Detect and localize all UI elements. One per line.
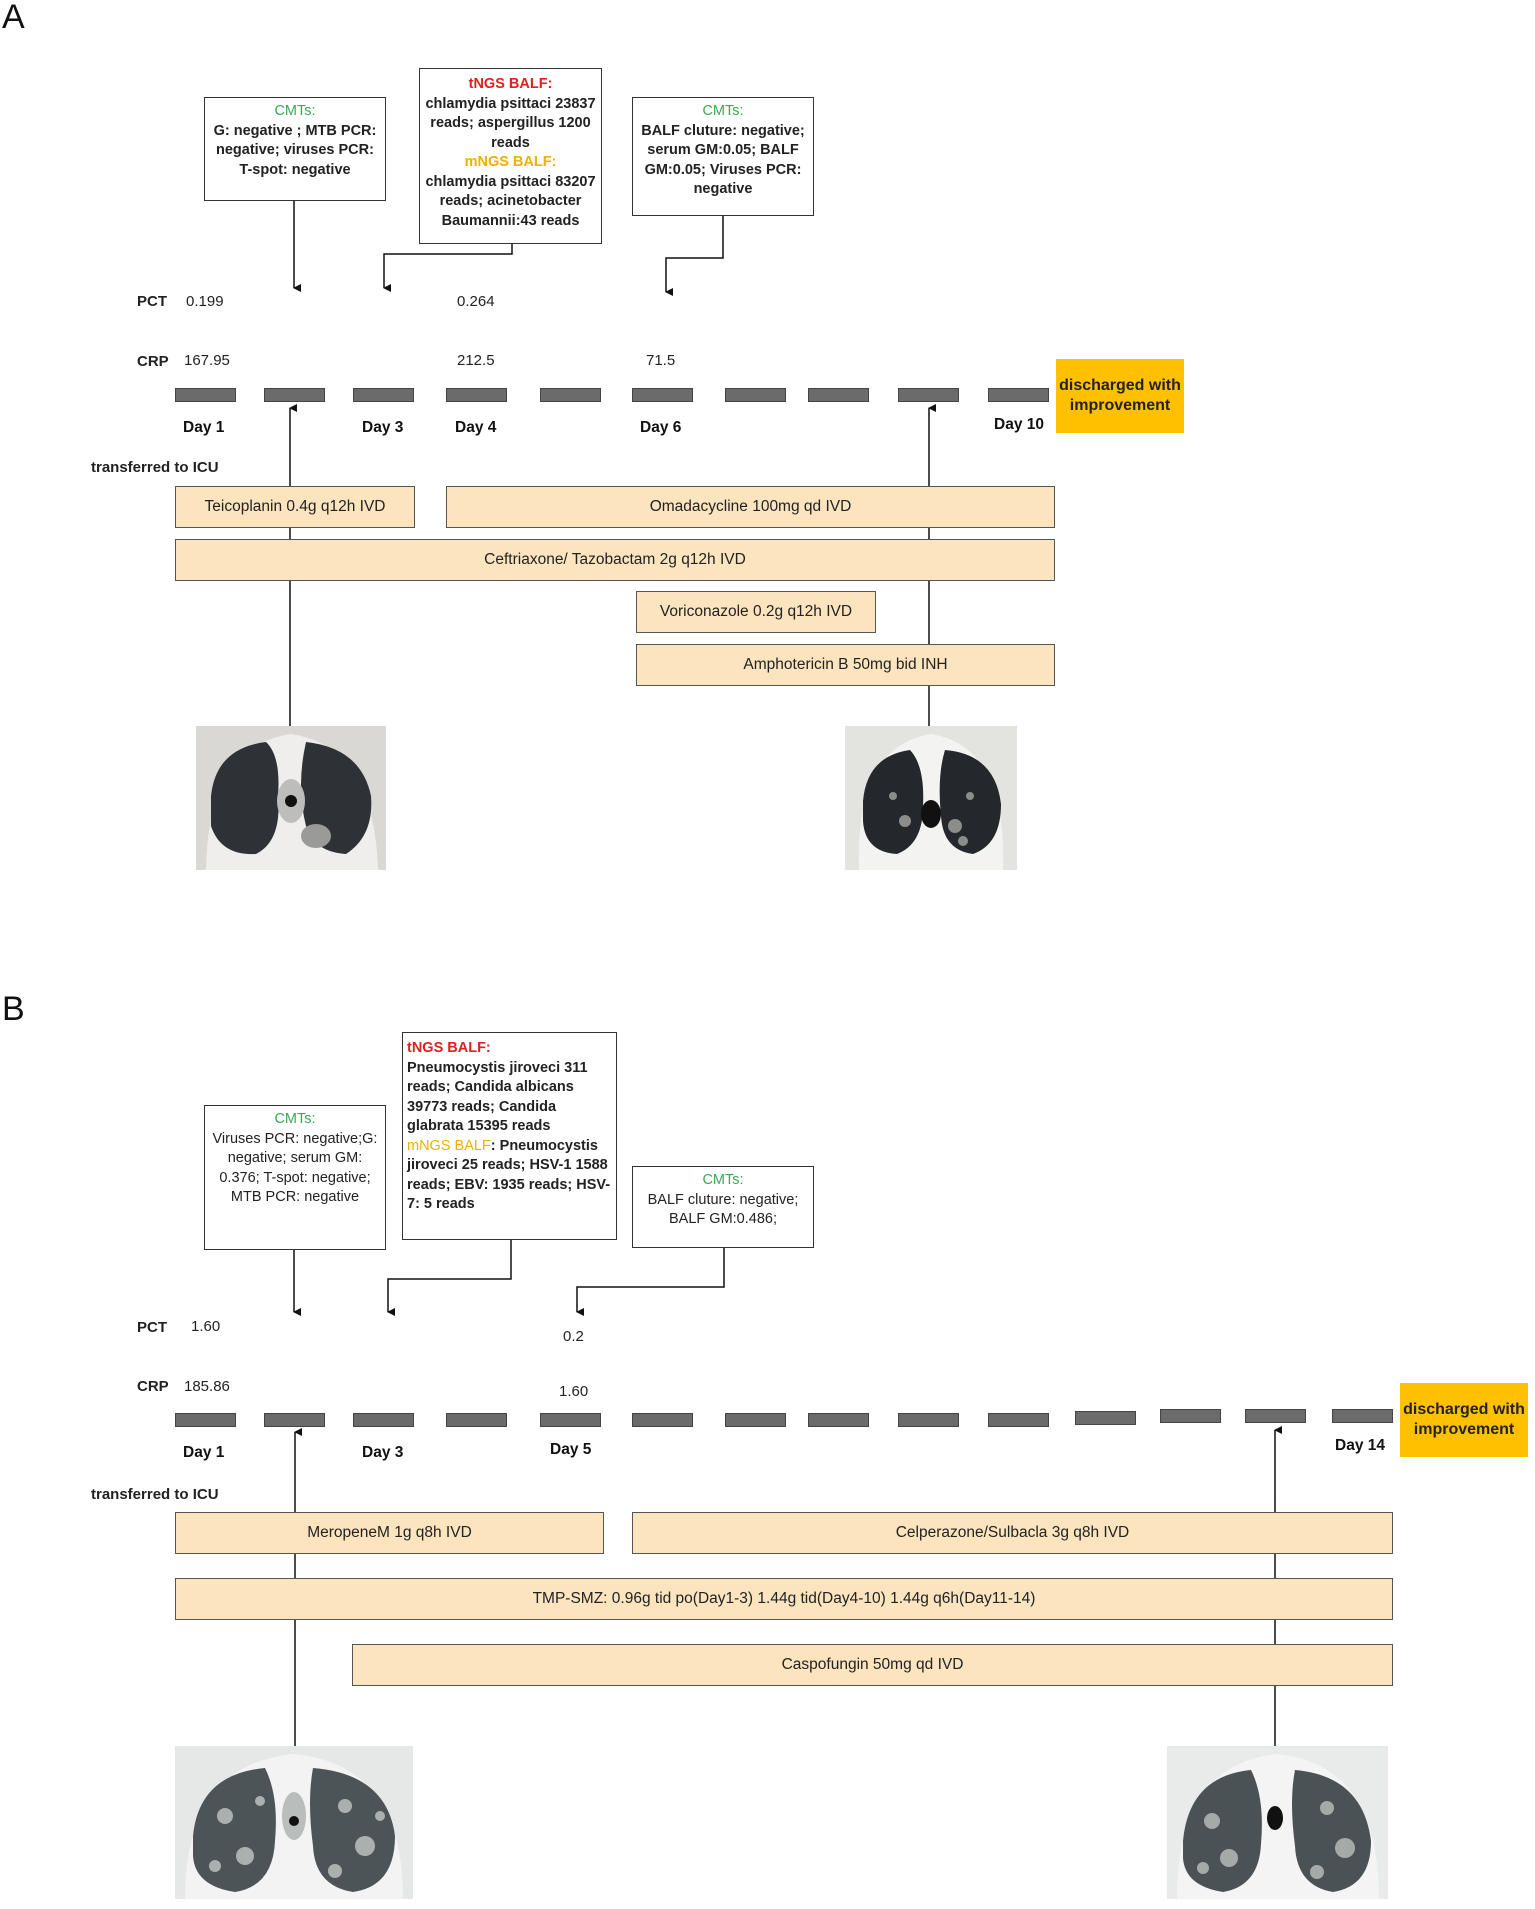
timeline-segment [898, 1413, 959, 1427]
timeline-segment [725, 1413, 786, 1427]
drug-bar: MeropeneM 1g q8h IVD [175, 1512, 604, 1554]
ct-scan-image [845, 726, 1017, 870]
timeline-segment [632, 388, 693, 402]
icu-label: transferred to ICU [91, 459, 219, 476]
timeline-segment [264, 1413, 325, 1427]
timeline-segment [1245, 1409, 1306, 1423]
timeline-segment [540, 388, 601, 402]
crp-label: CRP [137, 353, 169, 370]
cmt-body: G: negative ; MTB PCR: negative; viruses… [213, 122, 377, 178]
ct-scan-image [196, 726, 386, 870]
crp-value: 1.60 [559, 1383, 589, 1400]
icu-label: transferred to ICU [91, 1486, 219, 1503]
mngs-line: mNGS BALF: Pneumocystis jiroveci 25 read… [407, 1137, 612, 1215]
cmt-body: Viruses PCR: negative;G: negative; serum… [212, 1130, 378, 1206]
crp-value: 212.5 [457, 352, 495, 369]
panel-a-letter: A [2, 0, 25, 36]
cmt-title: CMTs: [702, 1172, 744, 1188]
timeline-segment [353, 388, 414, 402]
day-label: Day 1 [183, 1444, 225, 1461]
panel-b-letter: B [2, 990, 25, 1028]
timeline-segment [1332, 1409, 1393, 1423]
pct-value: 0.2 [563, 1328, 584, 1345]
panel-a-cmt-box-1: CMTs: G: negative ; MTB PCR: negative; v… [204, 97, 386, 201]
mngs-body: chlamydia psittaci 83207 reads; acinetob… [425, 173, 596, 229]
cmt-body: BALF cluture: negative; serum GM:0.05; B… [641, 122, 805, 198]
drug-bar: TMP-SMZ: 0.96g tid po(Day1-3) 1.44g tid(… [175, 1578, 1393, 1620]
drug-bar: Voriconazole 0.2g q12h IVD [636, 591, 876, 633]
mngs-title: mNGS BALF: [464, 154, 557, 170]
mngs-title: mNGS BALF [407, 1137, 491, 1154]
timeline-segment [988, 1413, 1049, 1427]
pct-value: 1.60 [191, 1318, 221, 1335]
day-label: Day 3 [362, 1444, 404, 1461]
timeline-segment [446, 1413, 507, 1427]
discharged-badge: discharged with improvement [1056, 359, 1184, 433]
panel-b-cmt-box-2: CMTs: BALF cluture: negative; BALF GM:0.… [632, 1166, 814, 1248]
mngs-body: : Pneumocystis jiroveci 25 reads; HSV-1 … [407, 1137, 611, 1213]
panel-a-ngs-box: tNGS BALF: chlamydia psittaci 23837 read… [419, 68, 602, 244]
timeline-segment [1160, 1409, 1221, 1423]
cmt-title: CMTs: [702, 103, 744, 119]
tngs-title: tNGS BALF: [468, 76, 553, 92]
panel-a-cmt-box-2: CMTs: BALF cluture: negative; serum GM:0… [632, 97, 814, 216]
day-label: Day 3 [362, 419, 404, 436]
drug-bar: Caspofungin 50mg qd IVD [352, 1644, 1393, 1686]
timeline-segment [808, 388, 869, 402]
pct-value: 0.199 [186, 293, 224, 310]
timeline-segment [898, 388, 959, 402]
timeline-segment [808, 1413, 869, 1427]
timeline-segment [264, 388, 325, 402]
pct-value: 0.264 [457, 293, 495, 310]
timeline-segment [1075, 1411, 1136, 1425]
day-label: Day 6 [640, 419, 682, 436]
drug-bar: Omadacycline 100mg qd IVD [446, 486, 1055, 528]
day-label: Day 10 [994, 416, 1044, 433]
panel-b-cmt-box-1: CMTs: Viruses PCR: negative;G: negative;… [204, 1105, 386, 1250]
drug-bar: Celperazone/Sulbacla 3g q8h IVD [632, 1512, 1393, 1554]
tngs-body: Pneumocystis jiroveci 311 reads; Candida… [407, 1059, 588, 1135]
drug-bar: Ceftriaxone/ Tazobactam 2g q12h IVD [175, 539, 1055, 581]
timeline-segment [988, 388, 1049, 402]
pct-label: PCT [137, 1319, 167, 1336]
pct-label: PCT [137, 293, 167, 310]
cmt-body: BALF cluture: negative; BALF GM:0.486; [647, 1191, 799, 1228]
tngs-body: chlamydia psittaci 23837 reads; aspergil… [425, 95, 596, 151]
crp-value: 71.5 [646, 352, 676, 369]
drug-bar: Amphotericin B 50mg bid INH [636, 644, 1055, 686]
day-label: Day 14 [1335, 1437, 1385, 1454]
ct-scan-image [175, 1746, 413, 1899]
timeline-segment [632, 1413, 693, 1427]
panel-b-ngs-box: tNGS BALF: Pneumocystis jiroveci 311 rea… [402, 1032, 617, 1240]
drug-bar: Teicoplanin 0.4g q12h IVD [175, 486, 415, 528]
day-label: Day 4 [455, 419, 497, 436]
day-label: Day 5 [550, 1441, 592, 1458]
timeline-segment [540, 1413, 601, 1427]
timeline-segment [446, 388, 507, 402]
timeline-segment [175, 388, 236, 402]
cmt-title: CMTs: [274, 103, 316, 119]
timeline-segment [175, 1413, 236, 1427]
day-label: Day 1 [183, 419, 225, 436]
crp-value: 185.86 [184, 1378, 230, 1395]
tngs-title: tNGS BALF: [407, 1040, 491, 1056]
discharged-badge: discharged with improvement [1400, 1383, 1528, 1457]
timeline-segment [353, 1413, 414, 1427]
ct-scan-image [1167, 1746, 1388, 1899]
cmt-title: CMTs: [274, 1111, 316, 1127]
crp-label: CRP [137, 1378, 169, 1395]
crp-value: 167.95 [184, 352, 230, 369]
timeline-segment [725, 388, 786, 402]
